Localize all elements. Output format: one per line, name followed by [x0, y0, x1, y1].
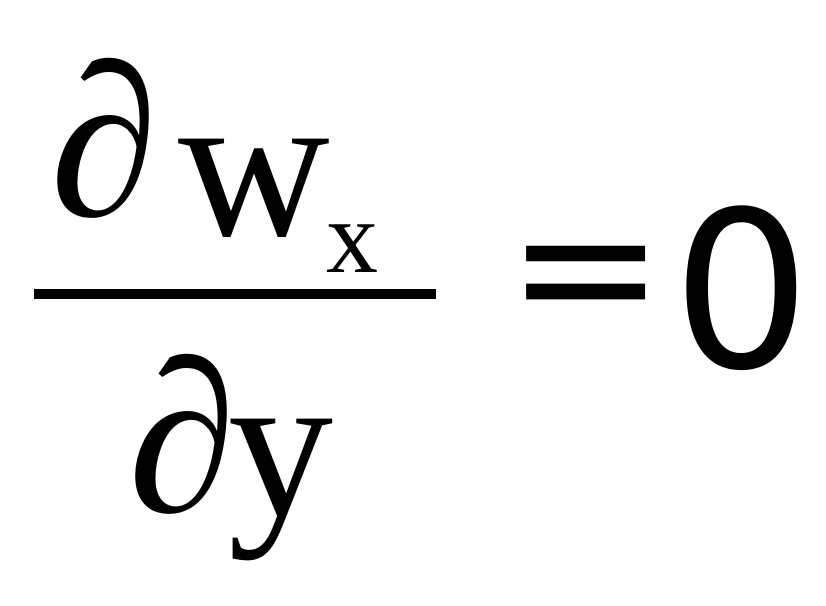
numerator-variable: w — [178, 49, 330, 281]
denominator-variable: y — [228, 329, 333, 561]
denominator-partial-symbol: ∂ — [128, 318, 236, 559]
right-hand-side-value: 0 — [672, 166, 811, 419]
numerator-subscript: x — [326, 180, 378, 295]
equals-sign: = — [506, 156, 666, 377]
fraction-bar — [34, 289, 436, 299]
numerator-partial-symbol: ∂ — [50, 22, 158, 263]
